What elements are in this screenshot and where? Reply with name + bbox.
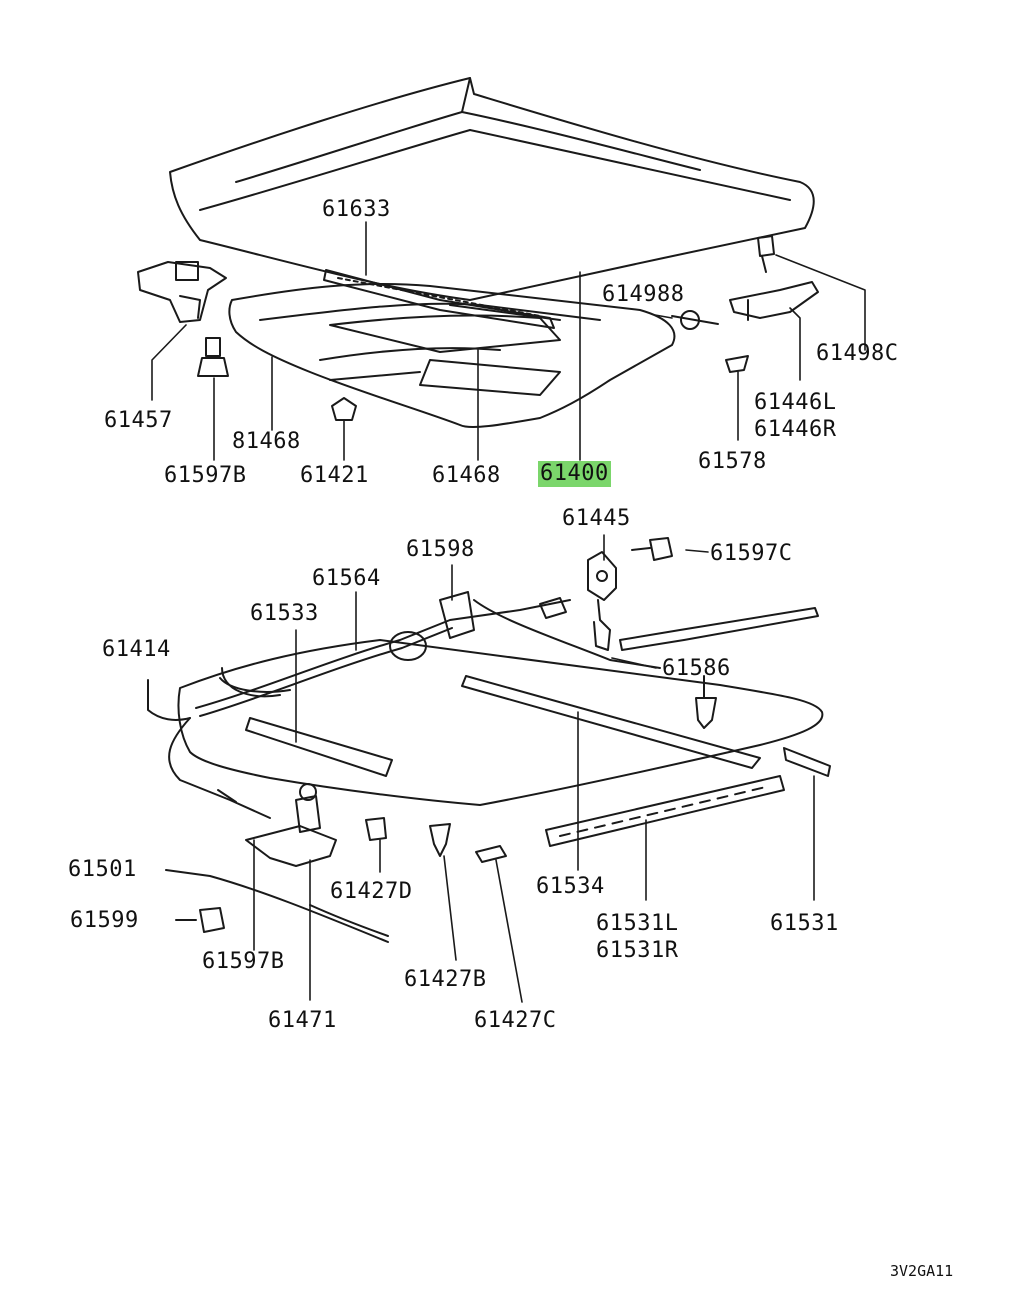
callout-61400-highlighted[interactable]: 61400 (538, 461, 611, 487)
hood-stay-61498C (729, 235, 819, 321)
callout-61534: 61534 (536, 874, 605, 899)
hood-lock-61471 (245, 783, 337, 867)
callout-61597B-bottom: 61597B (202, 949, 285, 974)
strip-61534 (461, 675, 761, 769)
callout-61468: 61468 (432, 463, 501, 488)
callout-61498C: 61498C (816, 341, 899, 366)
callout-61564: 61564 (312, 566, 381, 591)
hood-inner-panel (228, 282, 676, 429)
callout-61531L: 61531L (596, 911, 679, 936)
callout-614988: 614988 (602, 282, 685, 307)
hood-underside (177, 639, 824, 806)
callout-61599: 61599 (70, 908, 139, 933)
diagram-code: 3V2GA11 (890, 1262, 954, 1280)
cable-61586 (473, 599, 819, 669)
callout-61501: 61501 (68, 857, 137, 882)
leader-lines-lower (253, 534, 815, 1003)
bolt-61597C (631, 537, 673, 561)
bolt-61597B-top (197, 337, 229, 377)
cable-61501 (165, 869, 389, 943)
bumper-61578 (725, 355, 749, 373)
callout-61633-top: 61633 (322, 197, 391, 222)
callout-61597C: 61597C (710, 541, 793, 566)
callout-81468: 81468 (232, 429, 301, 454)
callout-61586: 61586 (662, 656, 731, 681)
clip-61427C (475, 845, 507, 863)
hood-panel (169, 77, 815, 301)
callout-61446R: 61446R (754, 417, 837, 442)
callout-61427B: 61427B (404, 967, 487, 992)
callout-61427C: 61427C (474, 1008, 557, 1033)
hood-hinge-61457 (137, 261, 227, 323)
hood-weatherstrip-61633 (323, 269, 555, 329)
callout-61531R: 61531R (596, 938, 679, 963)
strip-61533 (245, 717, 393, 777)
callout-61421: 61421 (300, 463, 369, 488)
clip-61531 (783, 747, 831, 777)
callout-61598: 61598 (406, 537, 475, 562)
leader-lines-upper (151, 221, 866, 461)
callout-61427D: 61427D (330, 879, 413, 904)
weatherstrip-61531L-R (545, 775, 785, 847)
callout-61533: 61533 (250, 601, 319, 626)
callout-61471: 61471 (268, 1008, 337, 1033)
callout-61414: 61414 (102, 637, 171, 662)
callout-61446L: 61446L (754, 390, 837, 415)
grommet-614988 (671, 310, 719, 330)
bumper-post (695, 675, 717, 729)
clip-61427D (365, 817, 387, 841)
callout-61597B-top: 61597B (164, 463, 247, 488)
callout-61457: 61457 (104, 408, 173, 433)
callout-61578: 61578 (698, 449, 767, 474)
callout-61531: 61531 (770, 911, 839, 936)
release-cable-61414 (147, 679, 271, 819)
clip-61421 (331, 397, 357, 421)
clip-61599 (175, 907, 225, 933)
clip-61427B (429, 823, 451, 857)
callout-61445: 61445 (562, 506, 631, 531)
cable-61564 (195, 591, 571, 717)
latch-61445 (587, 551, 617, 651)
